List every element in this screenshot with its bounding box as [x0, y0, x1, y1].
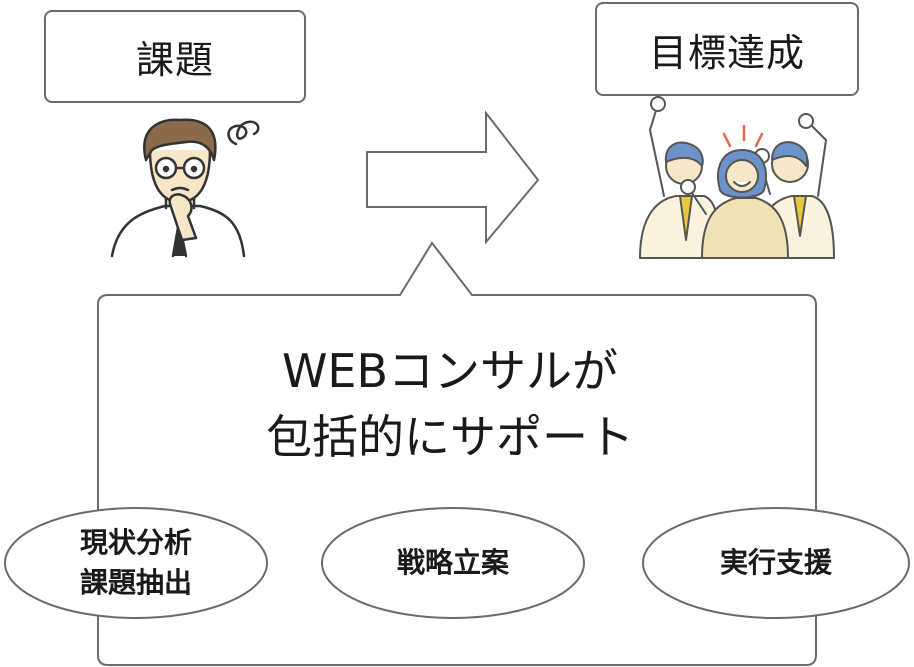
cheering-team-icon — [639, 96, 835, 259]
goal-box: 目標達成 — [595, 2, 859, 96]
pillar-ellipse-2 — [321, 507, 585, 619]
worried-man-icon — [110, 118, 260, 258]
callout-balloon — [97, 241, 817, 666]
callout-line-2: 包括的にサポート — [266, 410, 634, 464]
pillar-label-2: 戦略立案 — [322, 508, 584, 618]
pillar-3-line-1: 実行支援 — [719, 546, 832, 579]
callout-text: WEBコンサルが 包括的にサポート — [100, 338, 800, 470]
pillar-ellipse-1 — [4, 507, 268, 619]
problem-label: 課題 — [135, 38, 214, 82]
pillar-label-3: 実行支援 — [643, 508, 909, 618]
pillar-ellipse-3 — [642, 507, 910, 619]
pillar-1-line-1: 現状分析 — [79, 526, 192, 559]
pillar-label-1: 現状分析 課題抽出 — [5, 508, 267, 618]
pillar-1-line-2: 課題抽出 — [79, 566, 192, 599]
right-arrow-icon — [366, 110, 540, 245]
goal-label: 目標達成 — [648, 30, 805, 75]
problem-box: 課題 — [44, 10, 306, 103]
callout-line-1: WEBコンサルが — [281, 344, 619, 398]
pillar-2-line-1: 戦略立案 — [396, 546, 509, 579]
